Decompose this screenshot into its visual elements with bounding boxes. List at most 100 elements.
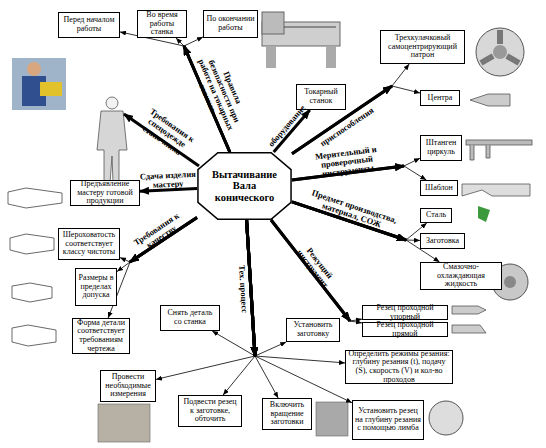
box-text: Штанген циркуль	[423, 139, 459, 156]
central-octagon: Вытачивание Вала конического	[197, 152, 292, 220]
arrow-label: Режущий инструмент	[284, 229, 347, 303]
box-text: Шероховатость соответствует классу чисто…	[61, 231, 117, 257]
chuck-jaw	[497, 30, 503, 44]
branch-line	[120, 258, 130, 262]
topic-box: Установить резец на глубину резания с по…	[352, 400, 424, 440]
branch-line	[156, 356, 255, 379]
box-text: Предъявление мастеру готовой продукции	[73, 180, 137, 206]
topic-box: Форма детали соответствует требованиям ч…	[72, 318, 130, 354]
topic-box: Предъявление мастеру готовой продукции	[70, 180, 140, 206]
topic-box: По окончании работы	[203, 10, 258, 38]
octagon-shape	[198, 153, 291, 220]
topic-box: Резец проходной упорный	[362, 305, 448, 320]
topic-box: Во время работы станка	[137, 10, 187, 38]
box-text: Трехкулачковый самоцентрирующий патрон	[383, 34, 462, 60]
branch-arrow	[247, 220, 279, 398]
branch-arrow	[212, 220, 255, 356]
arrow-label: Предмет производства, материал, СОЖ	[307, 188, 398, 233]
branch-arrow	[223, 220, 255, 395]
cone-drawing	[8, 188, 62, 208]
topic-box: Штанген циркуль	[420, 135, 462, 161]
cone-drawing	[12, 325, 56, 346]
box-text: Во время работы станка	[140, 11, 184, 37]
topic-box: Резец проходной прямой	[362, 322, 448, 337]
trunk-arrow	[271, 220, 350, 321]
branch-arrow	[292, 86, 420, 154]
box-text: Форма детали соответствует требованиям ч…	[75, 319, 127, 354]
topic-box: Провести необходимые измерения	[100, 370, 156, 402]
photo-background	[12, 58, 66, 110]
box-text: Включить вращение заготовки	[265, 401, 309, 427]
branch-line	[392, 64, 409, 86]
box-text: Сталь	[426, 211, 446, 220]
arrow-label: Мерительный и проверочный инструменты	[305, 144, 388, 180]
topic-box: Смазочно-охлаждающая жидкость	[420, 262, 502, 290]
arrow-label: приспособления	[314, 103, 379, 151]
arrow-label: Требования к качеству	[121, 204, 198, 263]
cutter-shape	[452, 306, 486, 314]
box-text: Провести необходимые измерения	[103, 373, 153, 399]
branch-line	[255, 356, 345, 363]
worker-photo	[12, 58, 66, 110]
box-text: Подвести резец к заготовке, обточить	[181, 398, 239, 424]
lathe-illustration	[262, 12, 340, 68]
box-text: Размеры в пределах допуска	[78, 274, 114, 300]
branch-line	[392, 86, 420, 93]
branch-line	[404, 166, 426, 180]
figure-body	[97, 111, 127, 183]
cone-drawing	[12, 283, 52, 302]
lathe-leg	[326, 46, 336, 68]
central-title: Вытачивание Вала конического	[207, 169, 282, 204]
topic-box: Сталь	[420, 208, 452, 223]
worker-head	[27, 62, 41, 76]
chuck-illustration	[476, 28, 524, 76]
branch-line	[350, 321, 362, 323]
template-shape	[462, 184, 530, 196]
branch-arrow	[292, 64, 409, 154]
arrow-label: Сдача изделия мастеру	[137, 169, 200, 190]
overalls-figure	[97, 97, 127, 183]
trunk-arrow	[247, 220, 255, 356]
caliper-jaw	[486, 145, 490, 158]
trunk-arrow	[247, 220, 255, 356]
box-text: Резец проходной прямой	[365, 321, 445, 338]
box-text: По окончании работы	[206, 15, 255, 32]
cutter-shape	[452, 325, 486, 333]
box-text: Установить резец на глубину резания с по…	[355, 407, 421, 433]
lathe-leg	[266, 46, 276, 68]
caliper-beam	[466, 140, 532, 145]
machine-part	[40, 82, 62, 96]
branch-line	[404, 158, 420, 166]
branch-arrow	[271, 220, 362, 323]
trunk-arrow	[247, 220, 255, 356]
box-text: Смазочно-охлаждающая жидкость	[423, 263, 499, 289]
chuck-jaw	[479, 53, 494, 65]
topic-box: Установить заготовку	[286, 318, 340, 342]
lathe-headstock	[262, 12, 284, 34]
branch-arrow	[271, 220, 362, 321]
branch-line	[212, 331, 255, 356]
figure-head	[106, 97, 118, 109]
branch-line	[255, 356, 278, 398]
topic-box: Заготовка	[420, 233, 465, 249]
arrow-label: Правила безопасности при работе на токар…	[188, 51, 252, 137]
trunk-arrow	[247, 220, 255, 356]
caliper-jaw	[470, 145, 474, 160]
branch-arrow	[247, 220, 352, 403]
chuck-photo-center	[504, 276, 516, 288]
trunk-arrow	[271, 220, 350, 321]
topic-box: Центра	[420, 90, 460, 106]
chuck-body	[476, 28, 524, 76]
branch-line	[350, 319, 362, 321]
machine-photo	[316, 402, 348, 436]
branch-arrow	[247, 220, 345, 363]
topic-box: Шероховатость соответствует классу чисто…	[58, 228, 120, 260]
topic-box: Снять деталь со станка	[160, 305, 220, 331]
trunk-arrow	[247, 220, 255, 356]
box-text: Шаблон	[425, 184, 453, 193]
topic-box: Размеры в пределах допуска	[75, 268, 117, 306]
